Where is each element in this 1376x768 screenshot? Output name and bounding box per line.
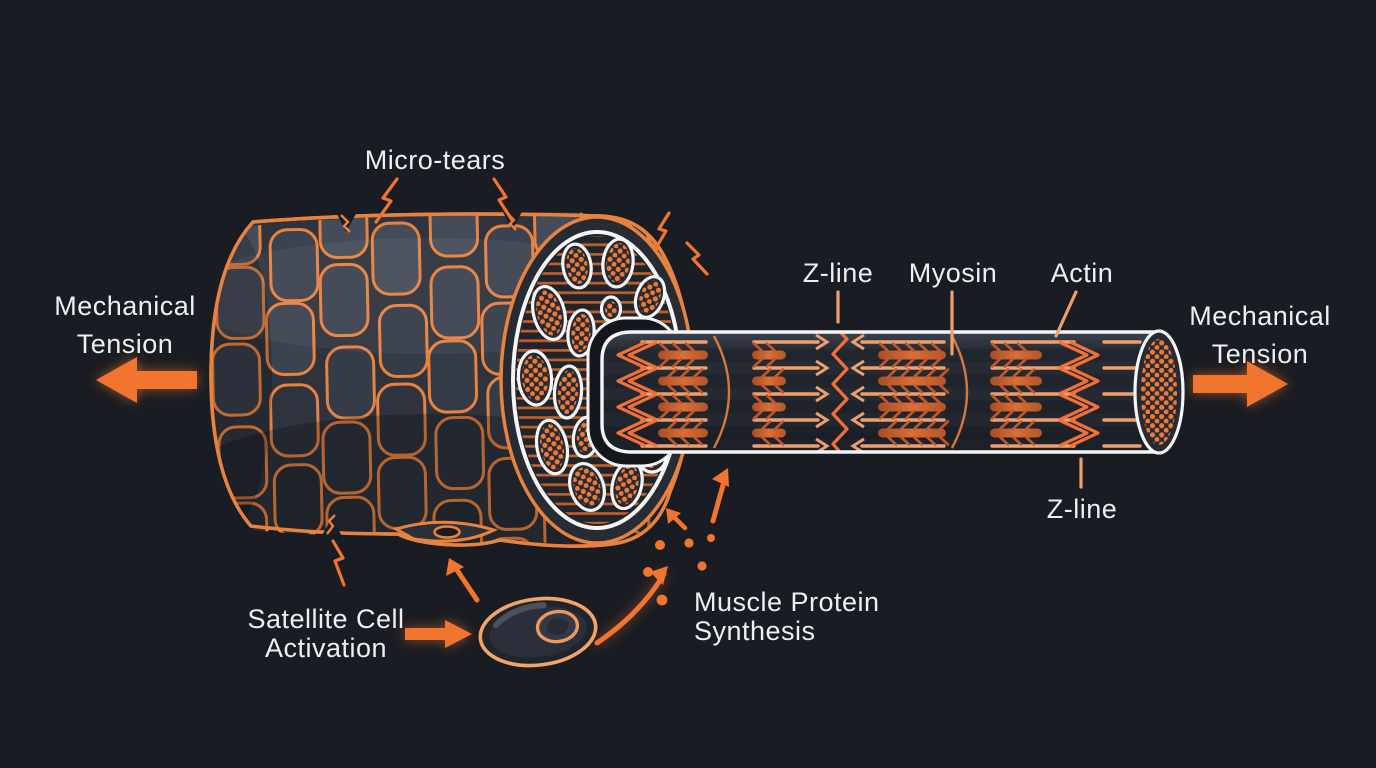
- protein-dots: [643, 534, 715, 606]
- satellite-cell-label-line1: Satellite Cell: [247, 604, 404, 634]
- muscle-protein-synthesis-label-line1: Muscle Protein: [694, 587, 880, 617]
- mechanical-tension-left-label-line2: Tension: [77, 329, 174, 359]
- myofibril-end-cap: [1133, 329, 1185, 455]
- mechanical-tension-right-arrow-icon: [1193, 361, 1288, 407]
- micro-tear-notch-left: [336, 212, 357, 233]
- mechanical-tension-left-label-line1: Mechanical: [54, 291, 196, 321]
- lightning-bolt-icon: [374, 177, 399, 224]
- myofibril-tube: [586, 316, 1185, 468]
- actin-label: Actin: [1051, 258, 1114, 288]
- mechanical-tension-right-label-line1: Mechanical: [1189, 301, 1331, 331]
- micro-tear-notch-bottom: [321, 514, 343, 538]
- satellite-cell-label-line2: Activation: [265, 633, 387, 663]
- z-line-top-label: Z-line: [803, 258, 874, 288]
- cell-highlight: [492, 602, 547, 629]
- satellite-cell: [478, 596, 598, 668]
- mechanical-tension-right-label-line2: Tension: [1212, 339, 1309, 369]
- actin-leader: [1054, 290, 1078, 338]
- satellite-cell-niche: [392, 520, 499, 543]
- myosin-label: Myosin: [909, 258, 998, 288]
- mechanical-tension-left-arrow-icon: [96, 357, 197, 403]
- z-line-bottom-label: Z-line: [1047, 494, 1118, 524]
- lightning-bolt-icon: [654, 211, 671, 250]
- lightning-bolt-icon: [492, 177, 514, 222]
- arrow-to-cell-icon: [405, 620, 472, 648]
- lightning-bolt-icon: [331, 539, 346, 587]
- muscle-protein-synthesis-label-line2: Synthesis: [694, 616, 816, 646]
- activation-arrows: [405, 468, 729, 648]
- arrow-up-icon: [710, 475, 728, 524]
- lightning-bolt-icon: [685, 241, 709, 276]
- micro-tears-label: Micro-tears: [365, 145, 506, 175]
- curved-arrow-icon: [594, 571, 667, 646]
